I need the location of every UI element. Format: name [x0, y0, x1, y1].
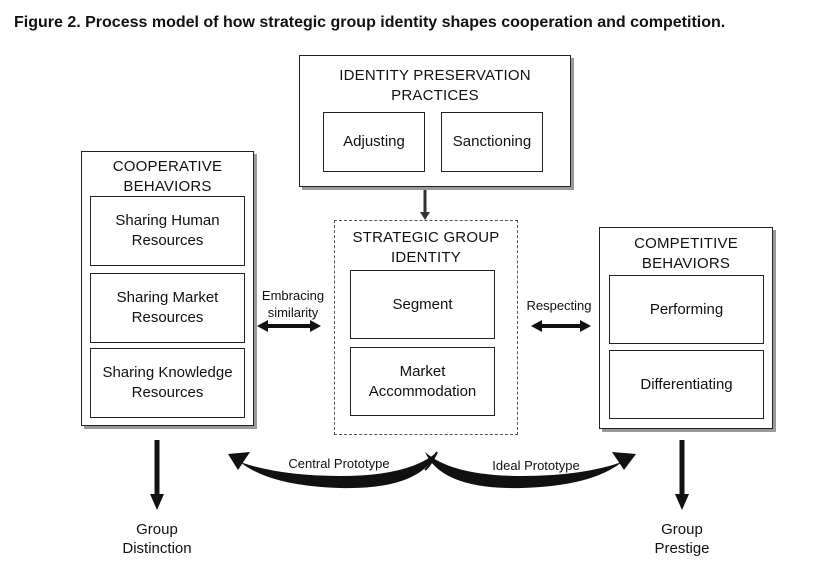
central-prototype-curved-arrow	[228, 451, 438, 489]
cooperative-heading: COOPERATIVE BEHAVIORS	[112, 158, 223, 195]
sharing-market-resources-box: Sharing Market Resources	[90, 273, 245, 343]
ideal-prototype-curved-arrow	[425, 452, 636, 489]
segment-box: Segment	[350, 270, 495, 339]
adjusting-box: Adjusting	[323, 112, 425, 172]
differentiating-box: Differentiating	[609, 350, 764, 419]
ideal-prototype-label: Ideal Prototype	[492, 458, 580, 473]
central-prototype-label: Central Prototype	[288, 456, 390, 471]
embracing-similarity-label: Embracing similarity	[261, 288, 325, 320]
right-outcome-arrow	[675, 440, 689, 510]
strategic-heading: STRATEGIC GROUP IDENTITY	[352, 229, 500, 266]
embracing-double-arrow	[257, 320, 321, 332]
market-accommodation-box: Market Accommodation	[350, 347, 495, 416]
left-outcome-arrow	[150, 440, 164, 510]
competitive-heading: COMPETITIVE BEHAVIORS	[634, 235, 738, 272]
performing-box: Performing	[609, 275, 764, 344]
group-prestige-label: Group Prestige	[654, 521, 710, 557]
preservation-to-identity-arrow	[420, 187, 430, 220]
respecting-label: Respecting	[526, 298, 592, 313]
sharing-human-resources-box: Sharing Human Resources	[90, 196, 245, 266]
identity-preservation-heading: IDENTITY PRESERVATION PRACTICES	[339, 67, 531, 104]
group-distinction-label: Group Distinction	[122, 521, 192, 557]
sharing-knowledge-resources-box: Sharing Knowledge Resources	[90, 348, 245, 418]
figure-title: Figure 2. Process model of how strategic…	[14, 14, 726, 31]
respecting-double-arrow	[531, 320, 591, 332]
sanctioning-box: Sanctioning	[441, 112, 543, 172]
